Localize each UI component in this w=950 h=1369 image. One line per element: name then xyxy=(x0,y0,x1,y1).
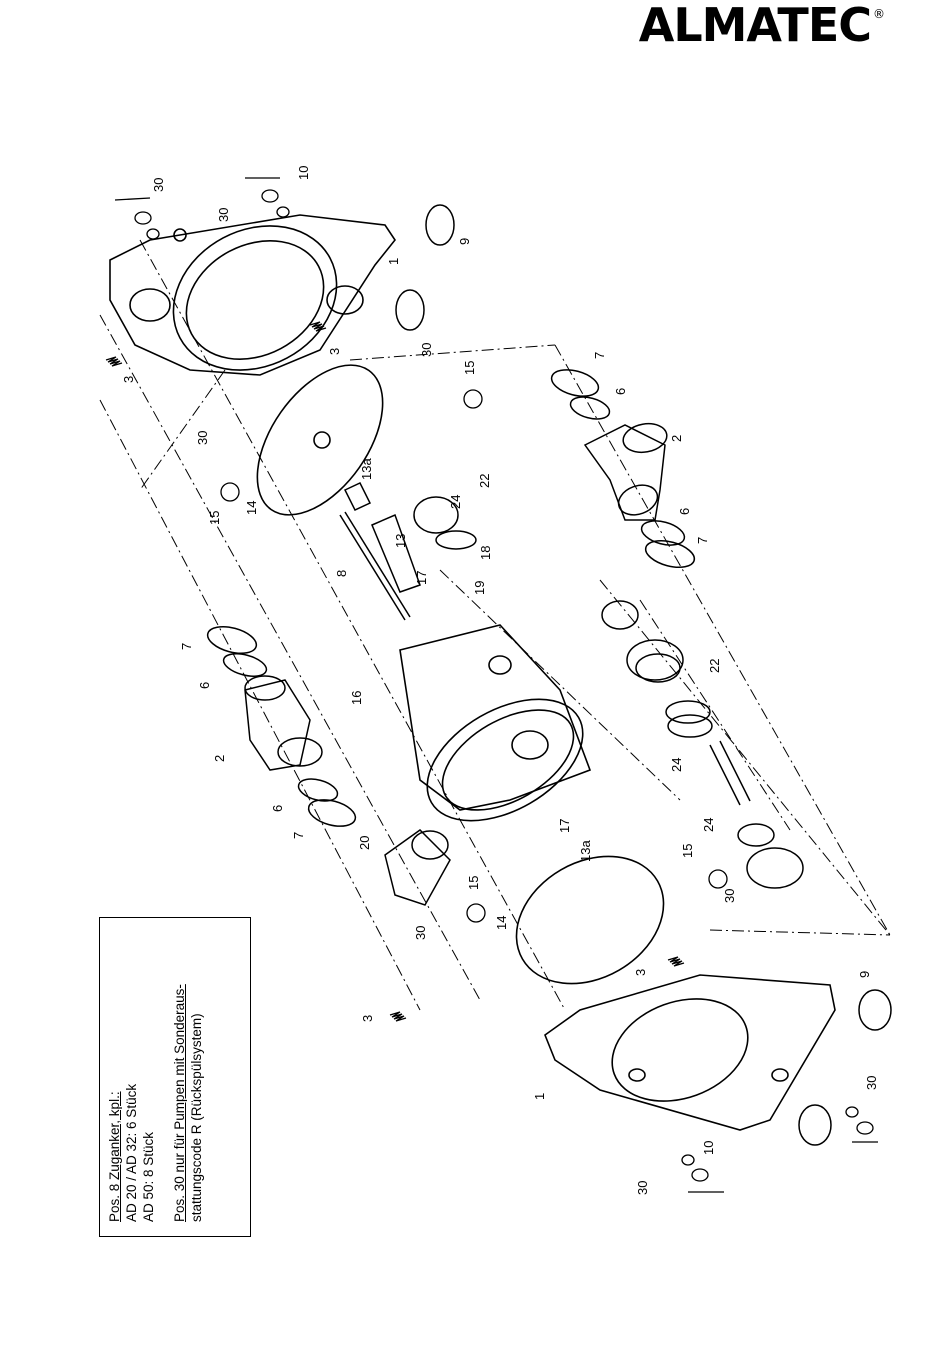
feet xyxy=(396,205,891,1145)
center-block xyxy=(400,625,604,846)
label-30: 30 xyxy=(195,431,210,445)
label-1: 1 xyxy=(532,1093,547,1100)
label-15: 15 xyxy=(466,876,481,890)
label-6: 6 xyxy=(270,805,285,812)
label-7: 7 xyxy=(695,537,710,544)
elbow-top-right xyxy=(549,365,698,572)
label-30: 30 xyxy=(151,178,166,192)
label-30: 30 xyxy=(864,1076,879,1090)
label-30: 30 xyxy=(413,926,428,940)
label-17: 17 xyxy=(557,819,572,833)
label-7: 7 xyxy=(592,352,607,359)
label-13a: 13a xyxy=(578,840,593,862)
label-24: 24 xyxy=(448,495,463,509)
label-30: 30 xyxy=(722,889,737,903)
tie-rod-and-shaft xyxy=(340,483,420,620)
label-6: 6 xyxy=(677,508,692,515)
label-3: 3 xyxy=(121,376,136,383)
label-19: 19 xyxy=(472,581,487,595)
label-6: 6 xyxy=(197,682,212,689)
label-15: 15 xyxy=(207,511,222,525)
note-line-5: stattungscode R (Rückspülsystem) xyxy=(188,932,205,1222)
label-7: 7 xyxy=(179,643,194,650)
label-24: 24 xyxy=(701,818,716,832)
label-15: 15 xyxy=(680,844,695,858)
label-30: 30 xyxy=(216,208,231,222)
housing-top xyxy=(110,198,395,398)
parts-note-box: Pos. 8 Zuganker, kpl.: AD 20 / AD 32: 6 … xyxy=(99,917,251,1237)
label-13: 13 xyxy=(393,534,408,548)
label-13a: 13a xyxy=(359,458,374,480)
label-2: 2 xyxy=(669,435,684,442)
label-2: 2 xyxy=(212,755,227,762)
label-10: 10 xyxy=(701,1141,716,1155)
note-line-3: AD 50: 8 Stück xyxy=(140,932,157,1222)
label-7: 7 xyxy=(291,832,306,839)
label-15: 15 xyxy=(462,361,477,375)
label-24: 24 xyxy=(669,758,684,772)
label-30: 30 xyxy=(419,343,434,357)
note-line-4: Pos. 30 nur für Pumpen mit Sonderaus- xyxy=(171,932,188,1222)
label-30: 30 xyxy=(635,1181,650,1195)
parts-note-text: Pos. 8 Zuganker, kpl.: AD 20 / AD 32: 6 … xyxy=(100,918,250,1236)
label-17: 17 xyxy=(414,571,429,585)
label-22: 22 xyxy=(477,474,492,488)
label-18: 18 xyxy=(478,546,493,560)
label-3: 3 xyxy=(633,969,648,976)
note-line-1: Pos. 8 Zuganker, kpl.: xyxy=(106,932,123,1222)
air-valve xyxy=(414,497,803,888)
housing-bottom xyxy=(545,975,835,1130)
label-14: 14 xyxy=(494,916,509,930)
label-20: 20 xyxy=(357,836,372,850)
label-9: 9 xyxy=(457,238,472,245)
label-16: 16 xyxy=(349,691,364,705)
muffler xyxy=(385,830,450,905)
label-8: 8 xyxy=(334,570,349,577)
label-1: 1 xyxy=(386,258,401,265)
label-14: 14 xyxy=(244,501,259,515)
note-line-2: AD 20 / AD 32: 6 Stück xyxy=(123,932,140,1222)
elbow-left xyxy=(205,622,359,831)
label-3: 3 xyxy=(360,1015,375,1022)
balls xyxy=(221,390,727,922)
label-6: 6 xyxy=(613,388,628,395)
label-22: 22 xyxy=(707,659,722,673)
label-10: 10 xyxy=(296,166,311,180)
label-9: 9 xyxy=(857,971,872,978)
label-3: 3 xyxy=(327,348,342,355)
